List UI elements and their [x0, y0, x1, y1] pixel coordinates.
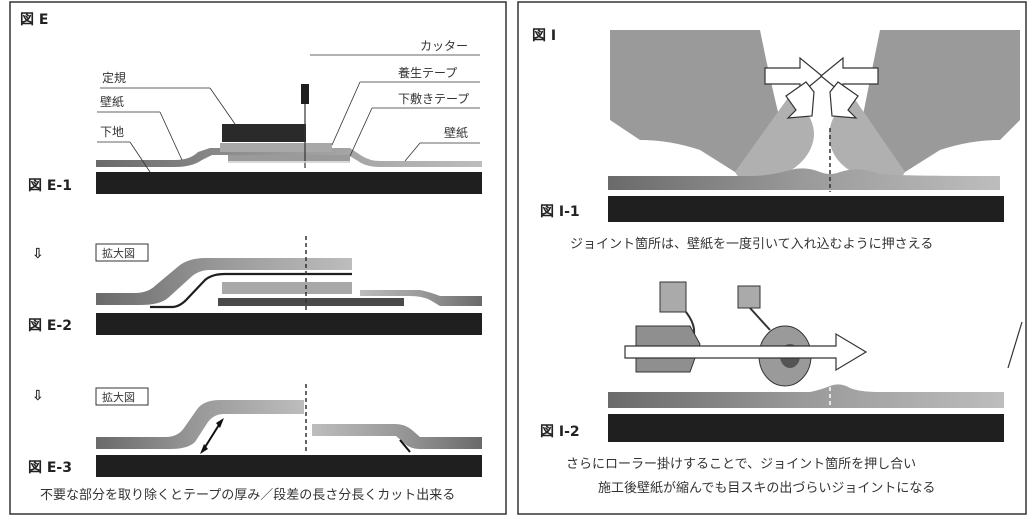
right-hand-icon: [858, 30, 1020, 177]
panel-e-title: 図 E: [20, 12, 48, 28]
label-cutter: カッター: [420, 39, 468, 53]
figure-i2: 図 I-2 さらにローラー掛けすることで、ジョイント箇所を押し合い 施工後壁紙が…: [540, 281, 1023, 496]
push-arrows-icon: [764, 56, 879, 119]
caption-i2-line2: 施工後壁紙が縮んでも目スキの出づらいジョイントになる: [598, 480, 935, 496]
leader-wallpaper-right-diag: [404, 142, 421, 162]
caption-i1: ジョイント箇所は、壁紙を一度引いて入れ込むように押さえる: [570, 236, 933, 252]
leader-underlay-diag: [349, 107, 373, 157]
wallpaper-left-e2: [96, 258, 352, 305]
magnified-label-e2: 拡大図: [102, 246, 135, 260]
label-ruler: 定規: [102, 70, 126, 85]
panel-e: 図 E カッター 定規 養生テープ 壁紙 下敷きテープ: [9, 1, 507, 515]
substrate-bar-e1: [96, 172, 482, 194]
figure-label-e3: 図 E-3: [28, 460, 72, 476]
wallpaper-right-e3: [312, 424, 482, 449]
wallpaper-left-e3: [96, 400, 304, 449]
label-substrate: 下地: [100, 125, 124, 139]
figure-e1: カッター 定規 養生テープ 壁紙 下敷きテープ 下地 壁紙 図 E-1: [28, 39, 482, 194]
underlay-tape-e1: [228, 155, 350, 163]
figure-i1: 図 I-1 ジョイント箇所は、壁紙を一度引いて入れ込むように押さえる: [540, 30, 1020, 252]
roll-direction-arrow-icon: [624, 332, 868, 372]
caption-i2-line1: さらにローラー掛けすることで、ジョイント箇所を押し合い: [566, 456, 916, 472]
panel-i-title: 図 I: [532, 28, 556, 44]
margin-mark: [1007, 321, 1023, 369]
label-protective-tape: 養生テープ: [398, 65, 457, 80]
underlay-tape-e2: [218, 298, 404, 306]
wallpaper-right-e2: [360, 290, 482, 306]
leader-wallpaper-left-diag: [159, 111, 183, 161]
magnified-box-e2: [95, 243, 149, 262]
left-hand-icon: [610, 30, 784, 177]
magnified-box-e3: [95, 387, 149, 406]
figure-label-i2: 図 I-2: [540, 424, 580, 440]
arrow-down-icon: ⇩: [32, 388, 44, 404]
joint-line-e2: [150, 272, 352, 309]
figure-e3: ⇩ 拡大図 図 E-3: [28, 384, 482, 477]
step-arrow-right: [399, 439, 411, 453]
figure-label-e1: 図 E-1: [28, 178, 72, 194]
roller-arm-right: [749, 307, 771, 331]
joint-line-e1: [189, 161, 350, 171]
substrate-bar-e3: [96, 455, 482, 477]
label-wallpaper-left: 壁紙: [100, 94, 124, 109]
leader-protective-diag: [331, 81, 361, 146]
figure-label-i1: 図 I-1: [540, 204, 580, 220]
arrow-down-icon: ⇩: [32, 246, 44, 262]
magnified-label-e3: 拡大図: [102, 390, 135, 404]
wallpaper-i1: [608, 168, 1000, 190]
figure-label-e2: 図 E-2: [28, 318, 72, 334]
substrate-bar-e2: [96, 313, 482, 335]
label-wallpaper-right: 壁紙: [444, 125, 468, 140]
cutter-icon: [301, 84, 309, 104]
leader-ruler-diag: [209, 87, 236, 125]
thickness-arrowheads-left: [200, 418, 224, 454]
wallpaper-e1: [96, 148, 482, 167]
roller-handle-right-icon: [737, 285, 761, 309]
ruler-e1: [222, 124, 306, 142]
substrate-bar-i1: [608, 196, 1004, 222]
figure-e2: ⇩ 拡大図 図 E-2: [28, 236, 482, 335]
label-underlay-tape: 下敷きテープ: [398, 91, 469, 106]
panel-i: 図 I 図 I-1 ジョイント箇所は、壁紙を一度引いて入れ込むように押さえる: [517, 1, 1027, 515]
leader-substrate-diag: [129, 141, 151, 173]
wallpaper-i2: [608, 384, 1004, 408]
protective-tape-e1: [220, 143, 332, 152]
panel-e-caption: 不要な部分を取り除くとテープの厚み／段差の長さ分長くカット出来る: [40, 488, 455, 503]
protective-tape-e2: [222, 282, 352, 294]
substrate-bar-i2: [608, 414, 1004, 442]
roller-handle-left-icon: [659, 281, 687, 313]
